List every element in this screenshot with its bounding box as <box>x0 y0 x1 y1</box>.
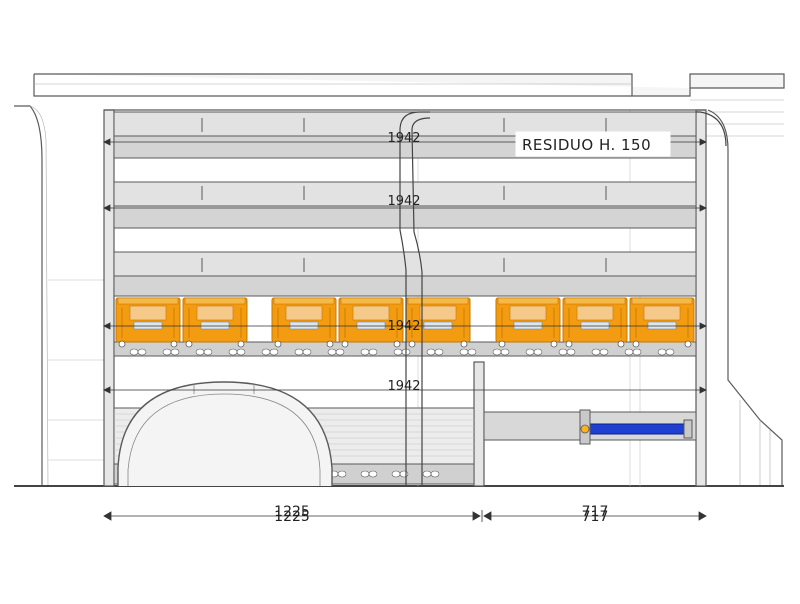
residue-label-box <box>515 131 671 157</box>
perforation-hole <box>261 348 279 356</box>
storage-bin <box>271 297 337 348</box>
perforation-hole <box>657 348 675 356</box>
perforation-hole <box>327 348 345 356</box>
rail-holes <box>129 348 675 356</box>
shelf-1-width-label: 1942 <box>387 131 420 146</box>
storage-bin <box>182 297 248 348</box>
perforation-hole <box>525 348 543 356</box>
storage-bin <box>338 297 404 348</box>
shelf-4-width-label: 1942 <box>387 379 420 394</box>
bins-row <box>115 297 695 348</box>
dimension-1225: 1225 <box>274 504 310 520</box>
dimension-717-echo: 717 <box>582 509 609 525</box>
perforation-hole <box>591 348 609 356</box>
perforation-hole <box>360 470 378 478</box>
b-pillar <box>399 111 727 486</box>
perforation-hole <box>294 348 312 356</box>
perforation-hole <box>558 348 576 356</box>
shelf-2-width-label: 1942 <box>387 194 420 209</box>
storage-bin <box>629 297 695 348</box>
perforation-hole <box>492 348 510 356</box>
perforation-hole <box>426 348 444 356</box>
perforation-hole <box>624 348 642 356</box>
storage-bin <box>562 297 628 348</box>
perforation-hole <box>360 348 378 356</box>
storage-bin <box>115 297 181 348</box>
dimension-717: 717 <box>582 504 609 520</box>
perforation-hole <box>422 470 440 478</box>
storage-bin <box>495 297 561 348</box>
wheel-arch <box>117 381 333 486</box>
perforation-hole <box>129 348 147 356</box>
perforation-hole <box>162 348 180 356</box>
perforation-hole <box>459 348 477 356</box>
residue-label: RESIDUO H. 150 <box>522 136 651 154</box>
dimension-1225-echo: 1225 <box>274 509 310 525</box>
shelf-3-width-label: 1942 <box>387 319 420 334</box>
shelf-2 <box>113 181 697 229</box>
perforation-hole <box>228 348 246 356</box>
blue-bar-rod <box>579 409 693 445</box>
bottom-dimension-lines <box>103 510 707 522</box>
perforation-hole <box>195 348 213 356</box>
shelving-frame <box>103 109 707 487</box>
